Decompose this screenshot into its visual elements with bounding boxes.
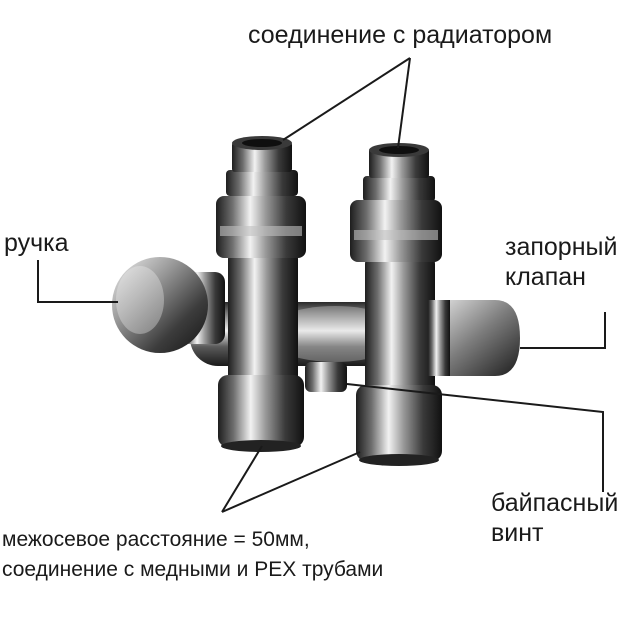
label-spacing-line1: межосевое расстояние = 50мм, <box>2 528 310 551</box>
label-shutoff-valve: запорный клапан <box>505 232 617 292</box>
right-column <box>350 143 442 466</box>
left-column <box>216 136 306 452</box>
spacing-leader-left <box>221 445 263 513</box>
radiator-leader-right <box>397 57 411 149</box>
bypass-screw-part <box>305 362 347 392</box>
label-shutoff-line1: запорный <box>505 233 618 261</box>
bypass-leader <box>346 383 604 492</box>
label-spacing-line2: соединение с медными и PEX трубами <box>2 558 384 582</box>
label-handle: ручка <box>4 229 69 257</box>
label-spacing-note: межосевое расстояние = 50мм, соединение … <box>2 525 383 586</box>
radiator-leader-left <box>282 57 411 141</box>
shutoff-cap <box>428 300 520 376</box>
label-bypass-line1: байпасный <box>491 489 619 517</box>
label-bypass-screw: байпасный винт <box>491 488 618 548</box>
label-shutoff-line2: клапан <box>505 263 586 291</box>
spacing-leader-right <box>221 451 361 513</box>
leader-lines <box>37 57 606 513</box>
shutoff-leader <box>520 312 606 349</box>
label-bypass-line2: винт <box>491 519 544 547</box>
handle-leader <box>37 260 118 303</box>
label-radiator-connection: соединение с радиатором <box>248 21 553 49</box>
handle-knob <box>112 257 225 353</box>
